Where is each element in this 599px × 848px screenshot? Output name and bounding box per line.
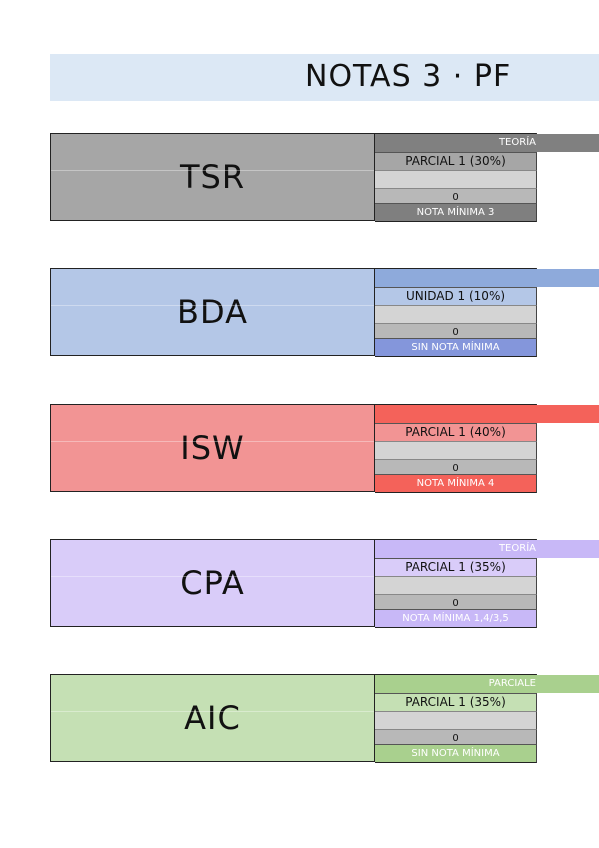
header-extension — [536, 405, 599, 423]
subject-card-bda: BDA UNIDAD 1 (10%) 0 SIN NOTA MÍNIMA — [50, 268, 599, 357]
subject-name: TSR — [50, 133, 374, 221]
section-header — [375, 404, 537, 423]
section-header: TEORÍA — [375, 539, 537, 558]
header-extension — [536, 540, 599, 558]
grades-block: PARCIAL 1 (40%) 0 NOTA MÍNIMA 4 — [374, 404, 537, 493]
grade-input-cell[interactable] — [375, 170, 537, 188]
assessment-label: PARCIAL 1 (40%) — [375, 423, 537, 441]
section-header: PARCIALE — [375, 674, 537, 693]
subject-card-aic: AIC PARCIALE PARCIAL 1 (35%) 0 SIN NOTA … — [50, 674, 599, 763]
subject-name: AIC — [50, 674, 374, 762]
subject-card-cpa: CPA TEORÍA PARCIAL 1 (35%) 0 NOTA MÍNIMA… — [50, 539, 599, 628]
assessment-label: PARCIAL 1 (30%) — [375, 152, 537, 170]
score-value: 0 — [375, 188, 537, 203]
header-extension — [536, 675, 599, 693]
assessment-label: UNIDAD 1 (10%) — [375, 287, 537, 305]
subject-name: CPA — [50, 539, 374, 627]
minimum-grade-note: NOTA MÍNIMA 4 — [375, 474, 537, 493]
grade-input-cell[interactable] — [375, 711, 537, 729]
page-title: NOTAS 3 · PF — [305, 59, 512, 94]
grade-input-cell[interactable] — [375, 576, 537, 594]
minimum-grade-note: SIN NOTA MÍNIMA — [375, 744, 537, 763]
minimum-grade-note: SIN NOTA MÍNIMA — [375, 338, 537, 357]
score-value: 0 — [375, 594, 537, 609]
grades-block: PARCIALE PARCIAL 1 (35%) 0 SIN NOTA MÍNI… — [374, 674, 537, 763]
subject-name: BDA — [50, 268, 374, 356]
score-value: 0 — [375, 323, 537, 338]
grades-block: TEORÍA PARCIAL 1 (35%) 0 NOTA MÍNIMA 1,4… — [374, 539, 537, 628]
assessment-label: PARCIAL 1 (35%) — [375, 693, 537, 711]
header-extension — [536, 269, 599, 287]
subject-card-isw: ISW PARCIAL 1 (40%) 0 NOTA MÍNIMA 4 — [50, 404, 599, 493]
section-header: TEORÍA — [375, 133, 537, 152]
title-bar: NOTAS 3 · PF — [50, 54, 599, 101]
subject-name: ISW — [50, 404, 374, 492]
grades-block: TEORÍA PARCIAL 1 (30%) 0 NOTA MÍNIMA 3 — [374, 133, 537, 222]
header-extension — [536, 134, 599, 152]
score-value: 0 — [375, 459, 537, 474]
subject-card-tsr: TSR TEORÍA PARCIAL 1 (30%) 0 NOTA MÍNIMA… — [50, 133, 599, 222]
minimum-grade-note: NOTA MÍNIMA 1,4/3,5 — [375, 609, 537, 628]
grade-input-cell[interactable] — [375, 305, 537, 323]
score-value: 0 — [375, 729, 537, 744]
section-header — [375, 268, 537, 287]
grade-input-cell[interactable] — [375, 441, 537, 459]
minimum-grade-note: NOTA MÍNIMA 3 — [375, 203, 537, 222]
assessment-label: PARCIAL 1 (35%) — [375, 558, 537, 576]
grades-block: UNIDAD 1 (10%) 0 SIN NOTA MÍNIMA — [374, 268, 537, 357]
